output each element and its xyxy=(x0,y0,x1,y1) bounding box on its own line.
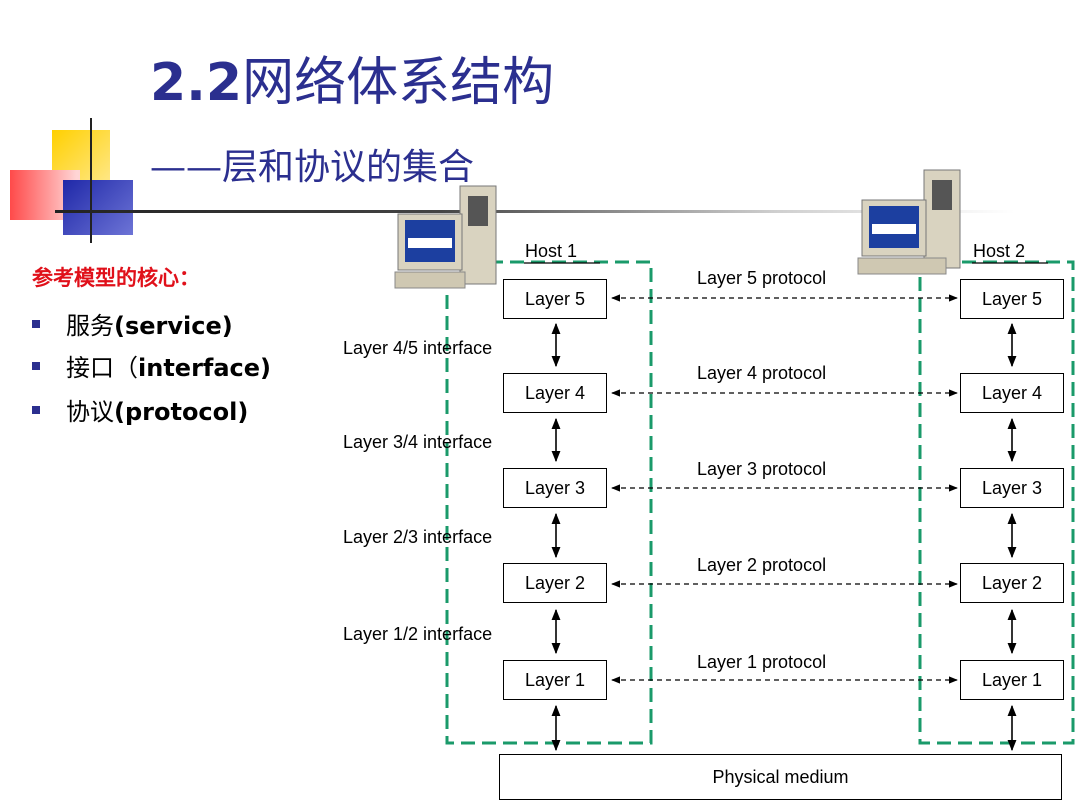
protocol-label-4: Layer 4 protocol xyxy=(697,363,827,383)
host1-boundary xyxy=(445,260,653,745)
host1-label: Host 1 xyxy=(525,241,578,261)
protocol-label-1: Layer 1 protocol xyxy=(697,652,827,672)
interface-label-2-3: Layer 2/3 interface xyxy=(343,527,493,547)
host1-layer-2: Layer 2 xyxy=(503,563,607,603)
page-title: 2.2网络体系结构 xyxy=(150,40,554,115)
computer-icon xyxy=(857,169,961,275)
host1-layer-3: Layer 3 xyxy=(503,468,607,508)
title-text: 网络体系结构 xyxy=(242,53,555,113)
physical-medium: Physical medium xyxy=(499,754,1062,800)
decor-blue-square xyxy=(63,180,133,235)
host2-label: Host 2 xyxy=(973,241,1026,261)
protocol-label-5: Layer 5 protocol xyxy=(697,268,827,288)
list-item-service: 服务(service) xyxy=(32,306,233,341)
protocol-label-2: Layer 2 protocol xyxy=(697,555,827,575)
host2-layer-3: Layer 3 xyxy=(960,468,1064,508)
computer-icon xyxy=(394,185,497,289)
list-item-protocol: 协议(protocol) xyxy=(32,392,248,427)
host1-layer-1: Layer 1 xyxy=(503,660,607,700)
interface-label-4-5: Layer 4/5 interface xyxy=(343,338,493,358)
section-heading: 参考模型的核心： xyxy=(32,265,200,290)
bullet-square-icon xyxy=(32,406,40,414)
list-item-interface: 接口（interface) xyxy=(32,348,271,383)
host1-layer-5: Layer 5 xyxy=(503,279,607,319)
title-number: 2.2 xyxy=(150,53,243,113)
decor-vertical-line xyxy=(90,118,92,243)
host2-layer-2: Layer 2 xyxy=(960,563,1064,603)
host2-layer-5: Layer 5 xyxy=(960,279,1064,319)
host2-layer-4: Layer 4 xyxy=(960,373,1064,413)
interface-label-3-4: Layer 3/4 interface xyxy=(343,432,493,452)
host2-layer-1: Layer 1 xyxy=(960,660,1064,700)
bullet-square-icon xyxy=(32,320,40,328)
title-underline xyxy=(55,210,1015,213)
interface-label-1-2: Layer 1/2 interface xyxy=(343,624,493,644)
page-subtitle: ——层和协议的集合 xyxy=(150,147,475,188)
bullet-square-icon xyxy=(32,362,40,370)
host2-boundary xyxy=(918,260,1075,745)
protocol-label-3: Layer 3 protocol xyxy=(697,459,827,479)
host1-layer-4: Layer 4 xyxy=(503,373,607,413)
